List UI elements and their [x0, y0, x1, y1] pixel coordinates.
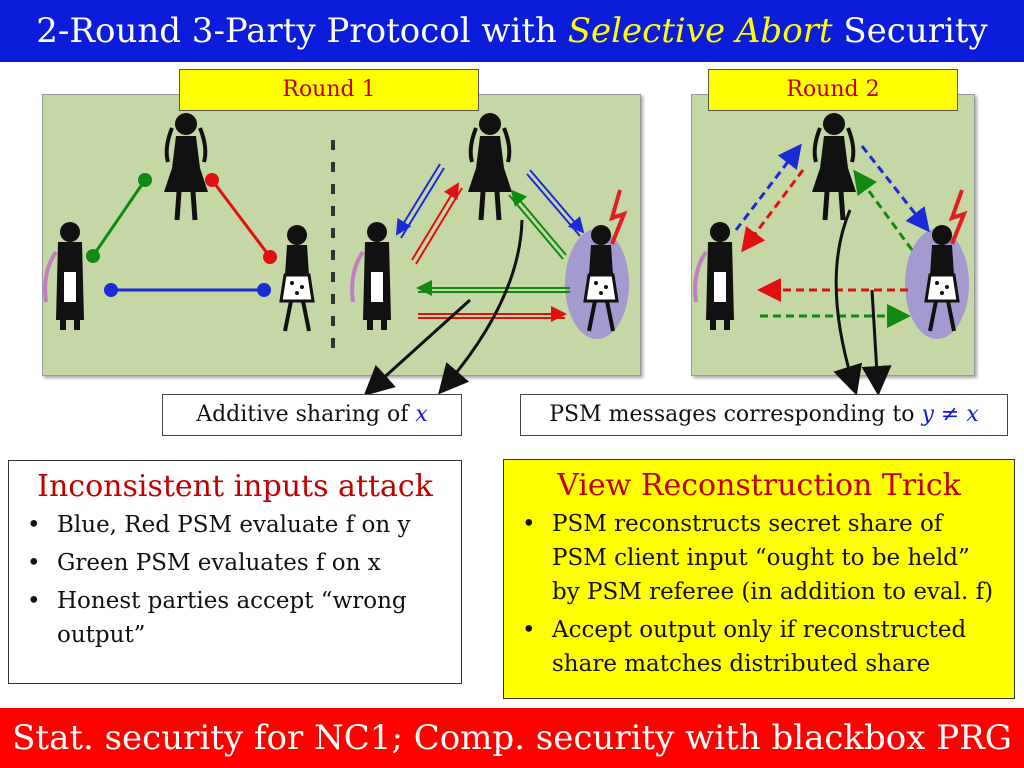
- psm-caption-text: PSM messages corresponding to: [549, 402, 922, 427]
- footer-banner: Stat. security for NC1; Comp. security w…: [0, 708, 1024, 768]
- title-prefix: 2-Round 3-Party Protocol with: [36, 11, 568, 51]
- round1-right: [352, 113, 629, 339]
- additive-caption-var: x: [415, 402, 428, 427]
- pointer-arrows: [363, 209, 892, 397]
- additive-sharing-caption: Additive sharing of x: [162, 394, 462, 436]
- round2-diagram: [695, 113, 969, 339]
- round2-label: Round 2: [708, 69, 958, 111]
- attack-box: Inconsistent inputs attack Blue, Red PSM…: [8, 460, 462, 684]
- trick-title: View Reconstruction Trick: [557, 468, 961, 503]
- round1-panel: [42, 94, 641, 376]
- trick-bullet: PSM reconstructs secret share of PSM cli…: [514, 507, 1004, 609]
- psm-caption-var: y ≠ x: [921, 402, 979, 427]
- slide-title: 2-Round 3-Party Protocol with Selective …: [0, 0, 1024, 62]
- additive-caption-text: Additive sharing of: [196, 402, 416, 427]
- title-emphasis: Selective Abort: [567, 11, 833, 51]
- attack-bullet: Green PSM evaluates f on x: [19, 546, 451, 580]
- round1-triangle: [45, 113, 315, 333]
- trick-bullet: Accept output only if reconstructed shar…: [514, 613, 1004, 681]
- title-suffix: Security: [832, 11, 988, 51]
- attack-bullet: Honest parties accept “wrong output”: [19, 584, 451, 652]
- attack-title: Inconsistent inputs attack: [37, 469, 433, 504]
- trick-box: View Reconstruction Trick PSM reconstruc…: [503, 459, 1015, 699]
- psm-messages-caption: PSM messages corresponding to y ≠ x: [520, 394, 1008, 436]
- round1-label: Round 1: [179, 69, 479, 111]
- attack-bullet: Blue, Red PSM evaluate f on y: [19, 508, 451, 542]
